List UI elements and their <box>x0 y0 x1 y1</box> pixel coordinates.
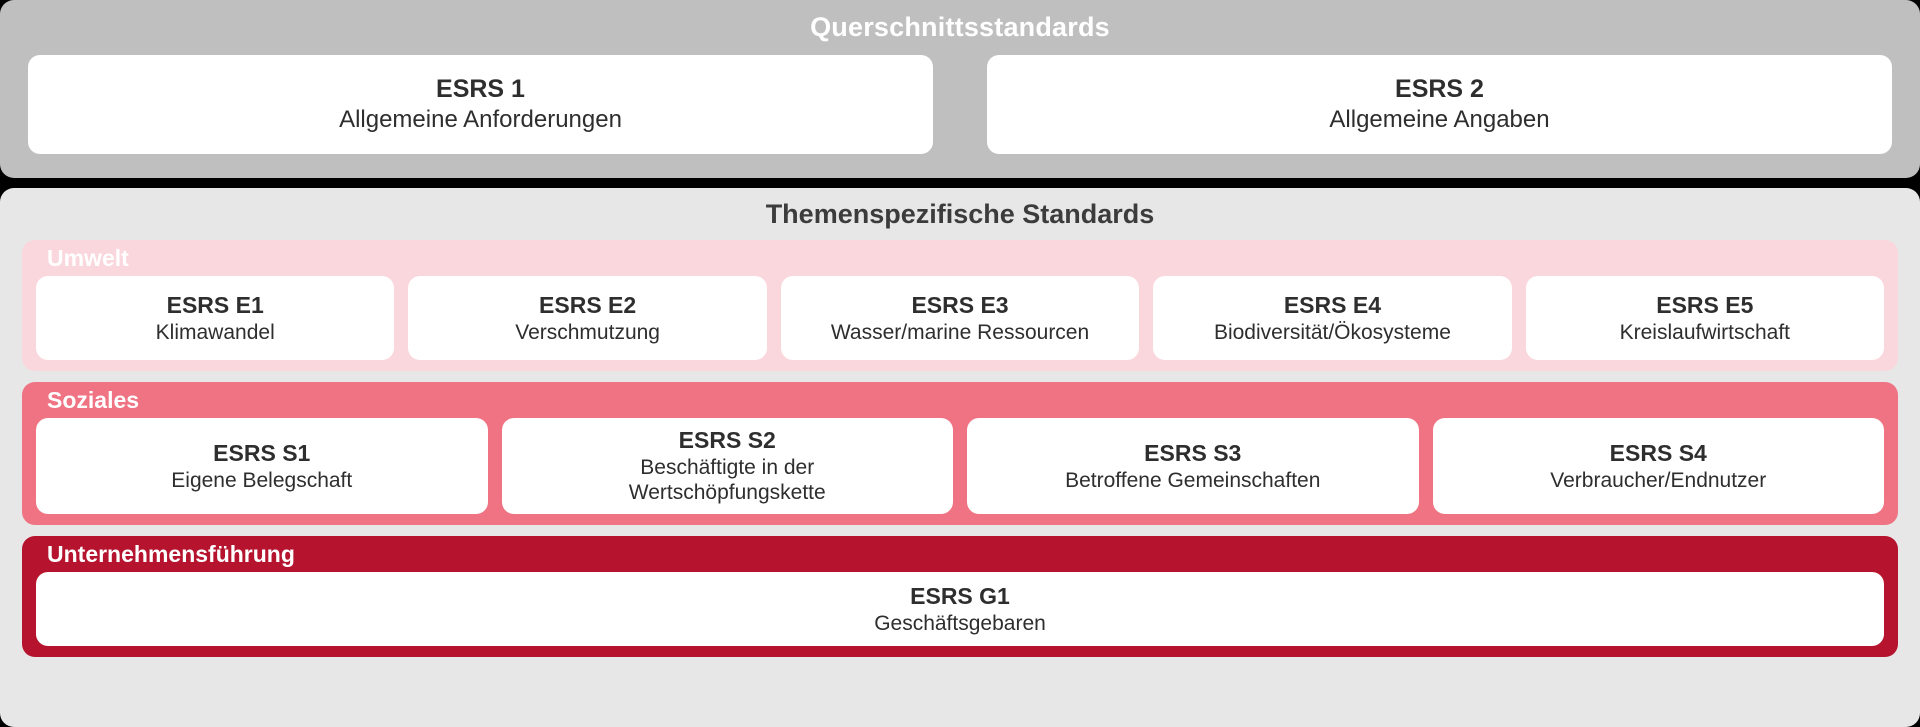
group-card-row-soziales: ESRS S1 Eigene Belegschaft ESRS S2 Besch… <box>36 418 1884 514</box>
card-esrs-e5[interactable]: ESRS E5 Kreislaufwirtschaft <box>1525 276 1885 360</box>
topic-specific-standards-panel: Themenspezifische Standards Umwelt ESRS … <box>0 188 1920 727</box>
card-description-line-1: Beschäftigte in der <box>640 455 815 479</box>
card-description: Allgemeine Angaben <box>1329 106 1550 134</box>
card-esrs-e1[interactable]: ESRS E1 Klimawandel <box>36 276 395 360</box>
card-code: ESRS E2 <box>539 291 637 318</box>
card-esrs-g1[interactable]: ESRS G1 Geschäftsgebaren <box>36 572 1884 646</box>
group-soziales: Soziales ESRS S1 Eigene Belegschaft ESRS… <box>22 382 1898 525</box>
cross-cutting-standards-title: Querschnittsstandards <box>810 12 1110 42</box>
card-description: Biodiversität/Ökosysteme <box>1213 320 1451 344</box>
card-code: ESRS S4 <box>1609 439 1707 466</box>
card-description: Wasser/marine Ressourcen <box>830 320 1090 344</box>
card-code: ESRS S3 <box>1144 439 1242 466</box>
card-code: ESRS S1 <box>213 439 311 466</box>
card-esrs-2[interactable]: ESRS 2 Allgemeine Angaben <box>987 55 1892 154</box>
card-code: ESRS 1 <box>436 75 525 104</box>
card-code: ESRS S2 <box>678 427 776 454</box>
card-esrs-s1[interactable]: ESRS S1 Eigene Belegschaft <box>36 418 488 514</box>
card-code: ESRS E1 <box>166 291 264 318</box>
cross-cutting-standards-panel: Querschnittsstandards ESRS 1 Allgemeine … <box>0 0 1920 178</box>
card-description: Eigene Belegschaft <box>171 468 353 492</box>
group-card-row-umwelt: ESRS E1 Klimawandel ESRS E2 Verschmutzun… <box>36 276 1885 360</box>
card-esrs-1[interactable]: ESRS 1 Allgemeine Anforderungen <box>28 55 933 154</box>
card-description: Klimawandel <box>155 320 275 344</box>
group-label-umwelt: Umwelt <box>47 245 129 271</box>
card-esrs-s3[interactable]: ESRS S3 Betroffene Gemeinschaften <box>967 418 1419 514</box>
group-label-unternehmensfuehrung: Unternehmensführung <box>47 541 295 567</box>
group-umwelt: Umwelt ESRS E1 Klimawandel ESRS E2 Versc… <box>22 240 1898 371</box>
card-description: Geschäftsgebaren <box>874 611 1046 635</box>
card-code: ESRS E4 <box>1283 291 1381 318</box>
card-esrs-e3[interactable]: ESRS E3 Wasser/marine Ressourcen <box>780 276 1140 360</box>
card-description: Betroffene Gemeinschaften <box>1065 468 1321 492</box>
card-description: Verbraucher/Endnutzer <box>1550 468 1767 492</box>
card-description-line-2: Wertschöpfungskette <box>628 481 826 505</box>
cross-cutting-card-row: ESRS 1 Allgemeine Anforderungen ESRS 2 A… <box>28 55 1892 154</box>
group-unternehmensfuehrung: Unternehmensführung ESRS G1 Geschäftsgeb… <box>22 536 1898 657</box>
card-description: Allgemeine Anforderungen <box>339 106 622 134</box>
card-description: Verschmutzung <box>515 320 660 344</box>
card-esrs-e4[interactable]: ESRS E4 Biodiversität/Ökosysteme <box>1153 276 1512 360</box>
card-esrs-s4[interactable]: ESRS S4 Verbraucher/Endnutzer <box>1432 418 1884 514</box>
card-code: ESRS 2 <box>1395 75 1484 104</box>
group-card-row-unternehmensfuehrung: ESRS G1 Geschäftsgebaren <box>36 572 1884 646</box>
group-label-soziales: Soziales <box>47 387 140 413</box>
card-code: ESRS G1 <box>910 582 1010 609</box>
topic-specific-standards-title: Themenspezifische Standards <box>765 199 1155 229</box>
card-description: Kreislaufwirtschaft <box>1619 320 1791 344</box>
card-description: Beschäftigte in der Wertschöpfungskette <box>629 455 826 506</box>
card-esrs-e2[interactable]: ESRS E2 Verschmutzung <box>408 276 767 360</box>
card-code: ESRS E5 <box>1656 291 1754 318</box>
card-esrs-s2[interactable]: ESRS S2 Beschäftigte in der Wertschöpfun… <box>501 418 953 514</box>
card-code: ESRS E3 <box>911 291 1009 318</box>
